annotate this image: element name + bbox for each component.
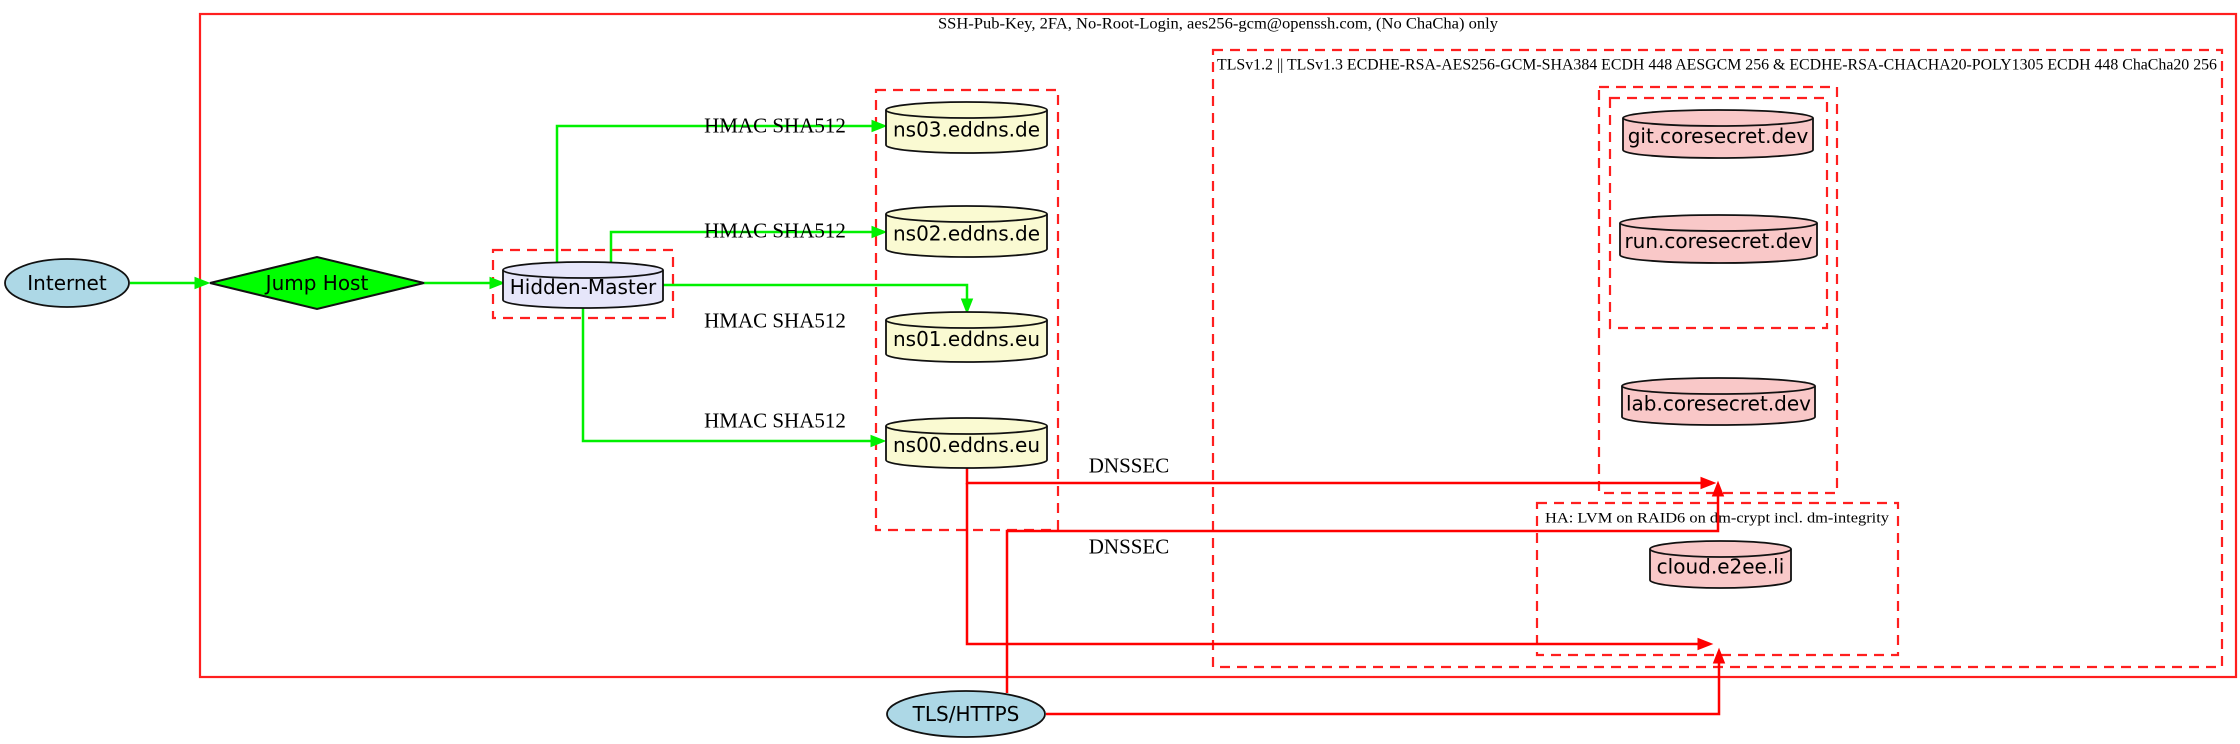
ns03-cylinder-body xyxy=(885,101,1048,154)
cluster-tls-box xyxy=(1211,48,2224,669)
ns00-cylinder-body xyxy=(885,417,1048,469)
arrowhead-hidden-master-to-ns03 xyxy=(871,119,888,133)
edge-label-hmac-sha512-3: HMAC SHA512 xyxy=(704,308,846,332)
edge-label-hmac-sha512-4: HMAC SHA512 xyxy=(704,408,846,432)
cluster-coresecret-inner-box xyxy=(1608,96,1829,330)
cluster-ssh-box xyxy=(198,12,2238,679)
run-coresecret-dev-cylinder-body xyxy=(1619,214,1818,264)
node-tls-https: TLS/HTTPS xyxy=(886,690,1046,738)
ns01-cylinder-top xyxy=(885,319,1048,329)
cloud-e2ee-li-cylinder-top xyxy=(1649,548,1792,558)
git-coresecret-dev-cylinder-body xyxy=(1622,109,1814,159)
node-ns01: ns01.eddns.eu xyxy=(885,311,1048,363)
ns03-label: ns03.eddns.de xyxy=(893,118,1040,142)
cluster-tls-label: TLSv1.2 || TLSv1.3 ECDHE-RSA-AES256-GCM-… xyxy=(1217,57,2217,74)
internet-label: Internet xyxy=(27,271,107,295)
ns01-cylinder-body xyxy=(885,311,1048,363)
node-lab-coresecret-dev: lab.coresecret.dev xyxy=(1621,377,1816,426)
hidden-master-cylinder-top xyxy=(502,269,664,279)
arrowhead-tls-https-to-ha xyxy=(1712,647,1726,664)
edge-hidden-master-to-ns02 xyxy=(609,230,873,262)
arrowhead-tls-https-to-coresecret xyxy=(1711,480,1725,497)
arrowhead-hidden-master-to-ns00 xyxy=(870,434,887,448)
ns01-label: ns01.eddns.eu xyxy=(893,327,1040,351)
node-git-coresecret-dev: git.coresecret.dev xyxy=(1622,109,1814,159)
arrowhead-ns00-to-coresecret-dnssec xyxy=(1700,476,1717,490)
node-internet: Internet xyxy=(4,258,130,308)
run-coresecret-dev-cylinder-top xyxy=(1619,222,1818,232)
lab-coresecret-dev-cylinder-top xyxy=(1621,385,1816,395)
edge-ns00-to-ha-dnssec xyxy=(965,483,1699,646)
cluster-coresecret-box xyxy=(1597,85,1839,495)
node-run-coresecret-dev: run.coresecret.dev xyxy=(1619,214,1818,264)
edge-hidden-master-to-ns03 xyxy=(555,124,873,262)
lab-coresecret-dev-cylinder-body xyxy=(1621,377,1816,426)
arrowhead-hidden-master-to-ns02 xyxy=(871,225,888,239)
ns02-label: ns02.eddns.de xyxy=(893,222,1040,246)
edge-tls-https-to-coresecret xyxy=(1005,496,1720,693)
arrowhead-ns00-to-ha-dnssec xyxy=(1697,637,1714,651)
internet-ellipse xyxy=(4,258,130,308)
edge-hidden-master-to-ns00 xyxy=(581,308,872,443)
arrowhead-hidden-master-to-ns01 xyxy=(960,298,974,315)
edge-ns00-to-coresecret-dnssec xyxy=(965,468,1702,485)
edge-label-hmac-sha512-1: HMAC SHA512 xyxy=(704,113,846,137)
edge-label-dnssec-1: DNSSEC xyxy=(1089,453,1170,477)
cloud-e2ee-li-cylinder-body xyxy=(1649,540,1792,589)
ns03-cylinder-top xyxy=(885,109,1048,119)
ns00-cylinder-top xyxy=(885,425,1048,435)
tls-https-ellipse xyxy=(886,690,1046,738)
jump-host-label: Jump Host xyxy=(264,271,369,295)
ns02-cylinder-top xyxy=(885,213,1048,223)
node-hidden-master: Hidden-Master xyxy=(502,261,664,309)
cloud-e2ee-li-label: cloud.e2ee.li xyxy=(1657,555,1785,579)
tls-https-label: TLS/HTTPS xyxy=(912,702,1020,726)
edge-label-hmac-sha512-2: HMAC SHA512 xyxy=(704,218,846,242)
node-ns03: ns03.eddns.de xyxy=(885,101,1048,154)
edge-tls-https-to-ha xyxy=(1046,663,1721,716)
cluster-ssh-label: SSH-Pub-Key, 2FA, No-Root-Login, aes256-… xyxy=(938,16,1498,33)
hidden-master-cylinder-body xyxy=(502,261,664,309)
edge-hidden-master-to-ns01 xyxy=(663,283,969,300)
jump-host-diamond xyxy=(209,255,425,311)
ns00-label: ns00.eddns.eu xyxy=(893,433,1040,457)
git-coresecret-dev-cylinder-top xyxy=(1622,117,1814,127)
git-coresecret-dev-label: git.coresecret.dev xyxy=(1628,124,1809,148)
node-cloud-e2ee-li: cloud.e2ee.li xyxy=(1649,540,1792,589)
node-jump-host: Jump Host xyxy=(209,255,425,311)
edge-label-dnssec-2: DNSSEC xyxy=(1089,534,1170,558)
run-coresecret-dev-label: run.coresecret.dev xyxy=(1624,229,1812,253)
ns02-cylinder-body xyxy=(885,205,1048,258)
hidden-master-label: Hidden-Master xyxy=(510,275,657,299)
arrowhead-internet-to-jump-host xyxy=(194,276,211,290)
node-ns02: ns02.eddns.de xyxy=(885,205,1048,258)
arrowhead-jump-host-to-hidden-master xyxy=(489,276,506,290)
cluster-eddns-zone-box xyxy=(874,88,1060,532)
node-ns00: ns00.eddns.eu xyxy=(885,417,1048,469)
lab-coresecret-dev-label: lab.coresecret.dev xyxy=(1626,392,1811,416)
